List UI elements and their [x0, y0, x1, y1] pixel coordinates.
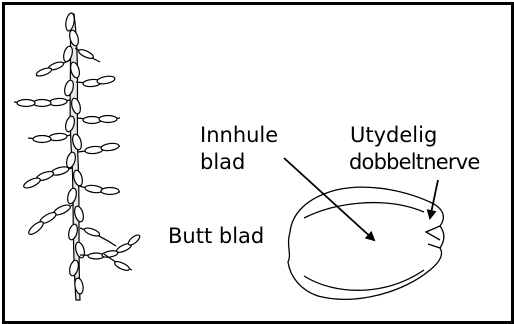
arrow-dobbeltnerve	[430, 180, 438, 218]
leaf-inner-line-bottom	[304, 270, 424, 290]
label-utydelig-line1: Utydelig	[350, 122, 437, 148]
label-innhule-line2: blad	[200, 149, 245, 175]
moss-shoot-drawing	[14, 12, 141, 300]
leaf-tip-notch	[426, 226, 440, 248]
leaf-outline	[288, 187, 444, 299]
label-innhule-line1: Innhule	[200, 122, 278, 148]
leaf-inner-line-top	[304, 203, 424, 218]
label-butt-blad: Butt blad	[168, 223, 264, 249]
label-utydelig-line2: dobbeltnerve	[349, 149, 479, 175]
leaf-detail-drawing	[288, 187, 444, 299]
